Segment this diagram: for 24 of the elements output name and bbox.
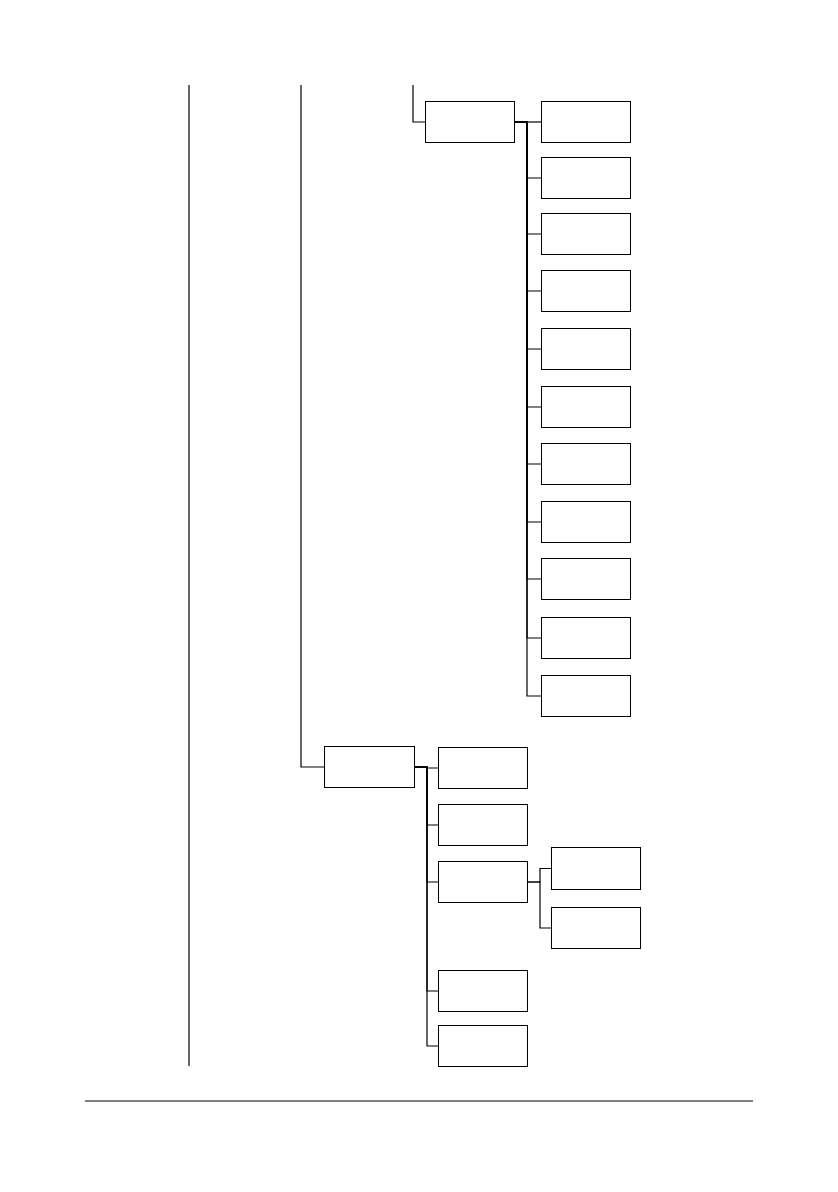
empty-box (541, 213, 631, 255)
empty-box (541, 270, 631, 312)
empty-box (541, 101, 631, 143)
tree-connector (527, 881, 552, 929)
empty-box (541, 157, 631, 199)
empty-box (541, 675, 631, 717)
tree-connector (414, 766, 439, 1047)
empty-box (541, 617, 631, 659)
empty-box (551, 847, 641, 890)
empty-box (541, 501, 631, 543)
empty-box (438, 747, 528, 789)
empty-box (438, 970, 528, 1012)
empty-box (541, 443, 631, 485)
empty-box (425, 101, 515, 143)
empty-box (541, 386, 631, 428)
empty-box (438, 1025, 528, 1067)
empty-box (324, 746, 415, 788)
empty-box (541, 558, 631, 600)
tree-connector (412, 84, 426, 123)
empty-box (438, 804, 528, 846)
empty-box (438, 861, 528, 903)
tree-connector (300, 84, 325, 768)
empty-box (551, 907, 641, 949)
empty-box (541, 328, 631, 370)
